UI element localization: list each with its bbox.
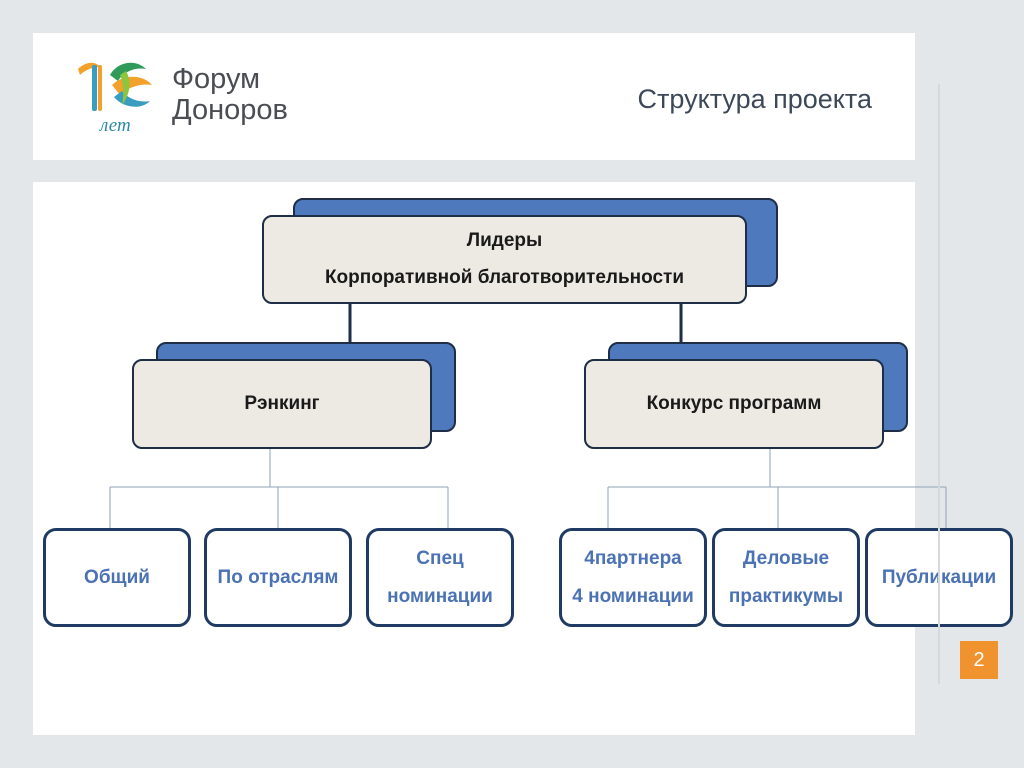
root-node: Лидеры Корпоративной благотворительности: [262, 215, 747, 304]
leaf-business-workshops: Деловые практикумы: [712, 528, 860, 627]
logo-brand-line-1: Форум: [172, 63, 261, 95]
logo-years-label: лет: [100, 115, 131, 136]
branch-contest-node: Конкурс программ: [584, 359, 884, 449]
logo-brand-line-2: Доноров: [172, 94, 288, 126]
branch-contest-label: Конкурс программ: [646, 392, 822, 414]
leaf-special-nominations-line-1: Спец: [416, 547, 464, 569]
leaf-partners-line-2: 4 номинации: [572, 585, 694, 607]
leaf-partners: 4партнера 4 номинации: [559, 528, 707, 627]
leaf-special-nominations: Спец номинации: [366, 528, 514, 627]
side-rule: [938, 84, 940, 684]
page-title: Структура проекта: [637, 84, 872, 114]
leaf-general: Общий: [43, 528, 191, 627]
branch-ranking-label: Рэнкинг: [244, 392, 320, 414]
root-node-line-2: Корпоративной благотворительности: [324, 266, 685, 288]
leaf-general-line-1: Общий: [84, 566, 150, 588]
leaf-business-workshops-line-1: Деловые: [742, 547, 830, 569]
leaf-business-workshops-line-2: практикумы: [728, 585, 844, 607]
header-panel: [33, 33, 915, 160]
root-node-line-1: Лидеры: [466, 230, 543, 252]
leaf-special-nominations-line-2: номинации: [387, 585, 493, 607]
branch-ranking-node: Рэнкинг: [132, 359, 432, 449]
leaf-by-industry: По отраслям: [204, 528, 352, 627]
leaf-by-industry-line-1: По отраслям: [217, 566, 339, 588]
forum-logo-icon: [78, 62, 152, 111]
page-number-badge: 2: [960, 641, 998, 679]
leaf-partners-line-1: 4партнера: [584, 547, 682, 569]
